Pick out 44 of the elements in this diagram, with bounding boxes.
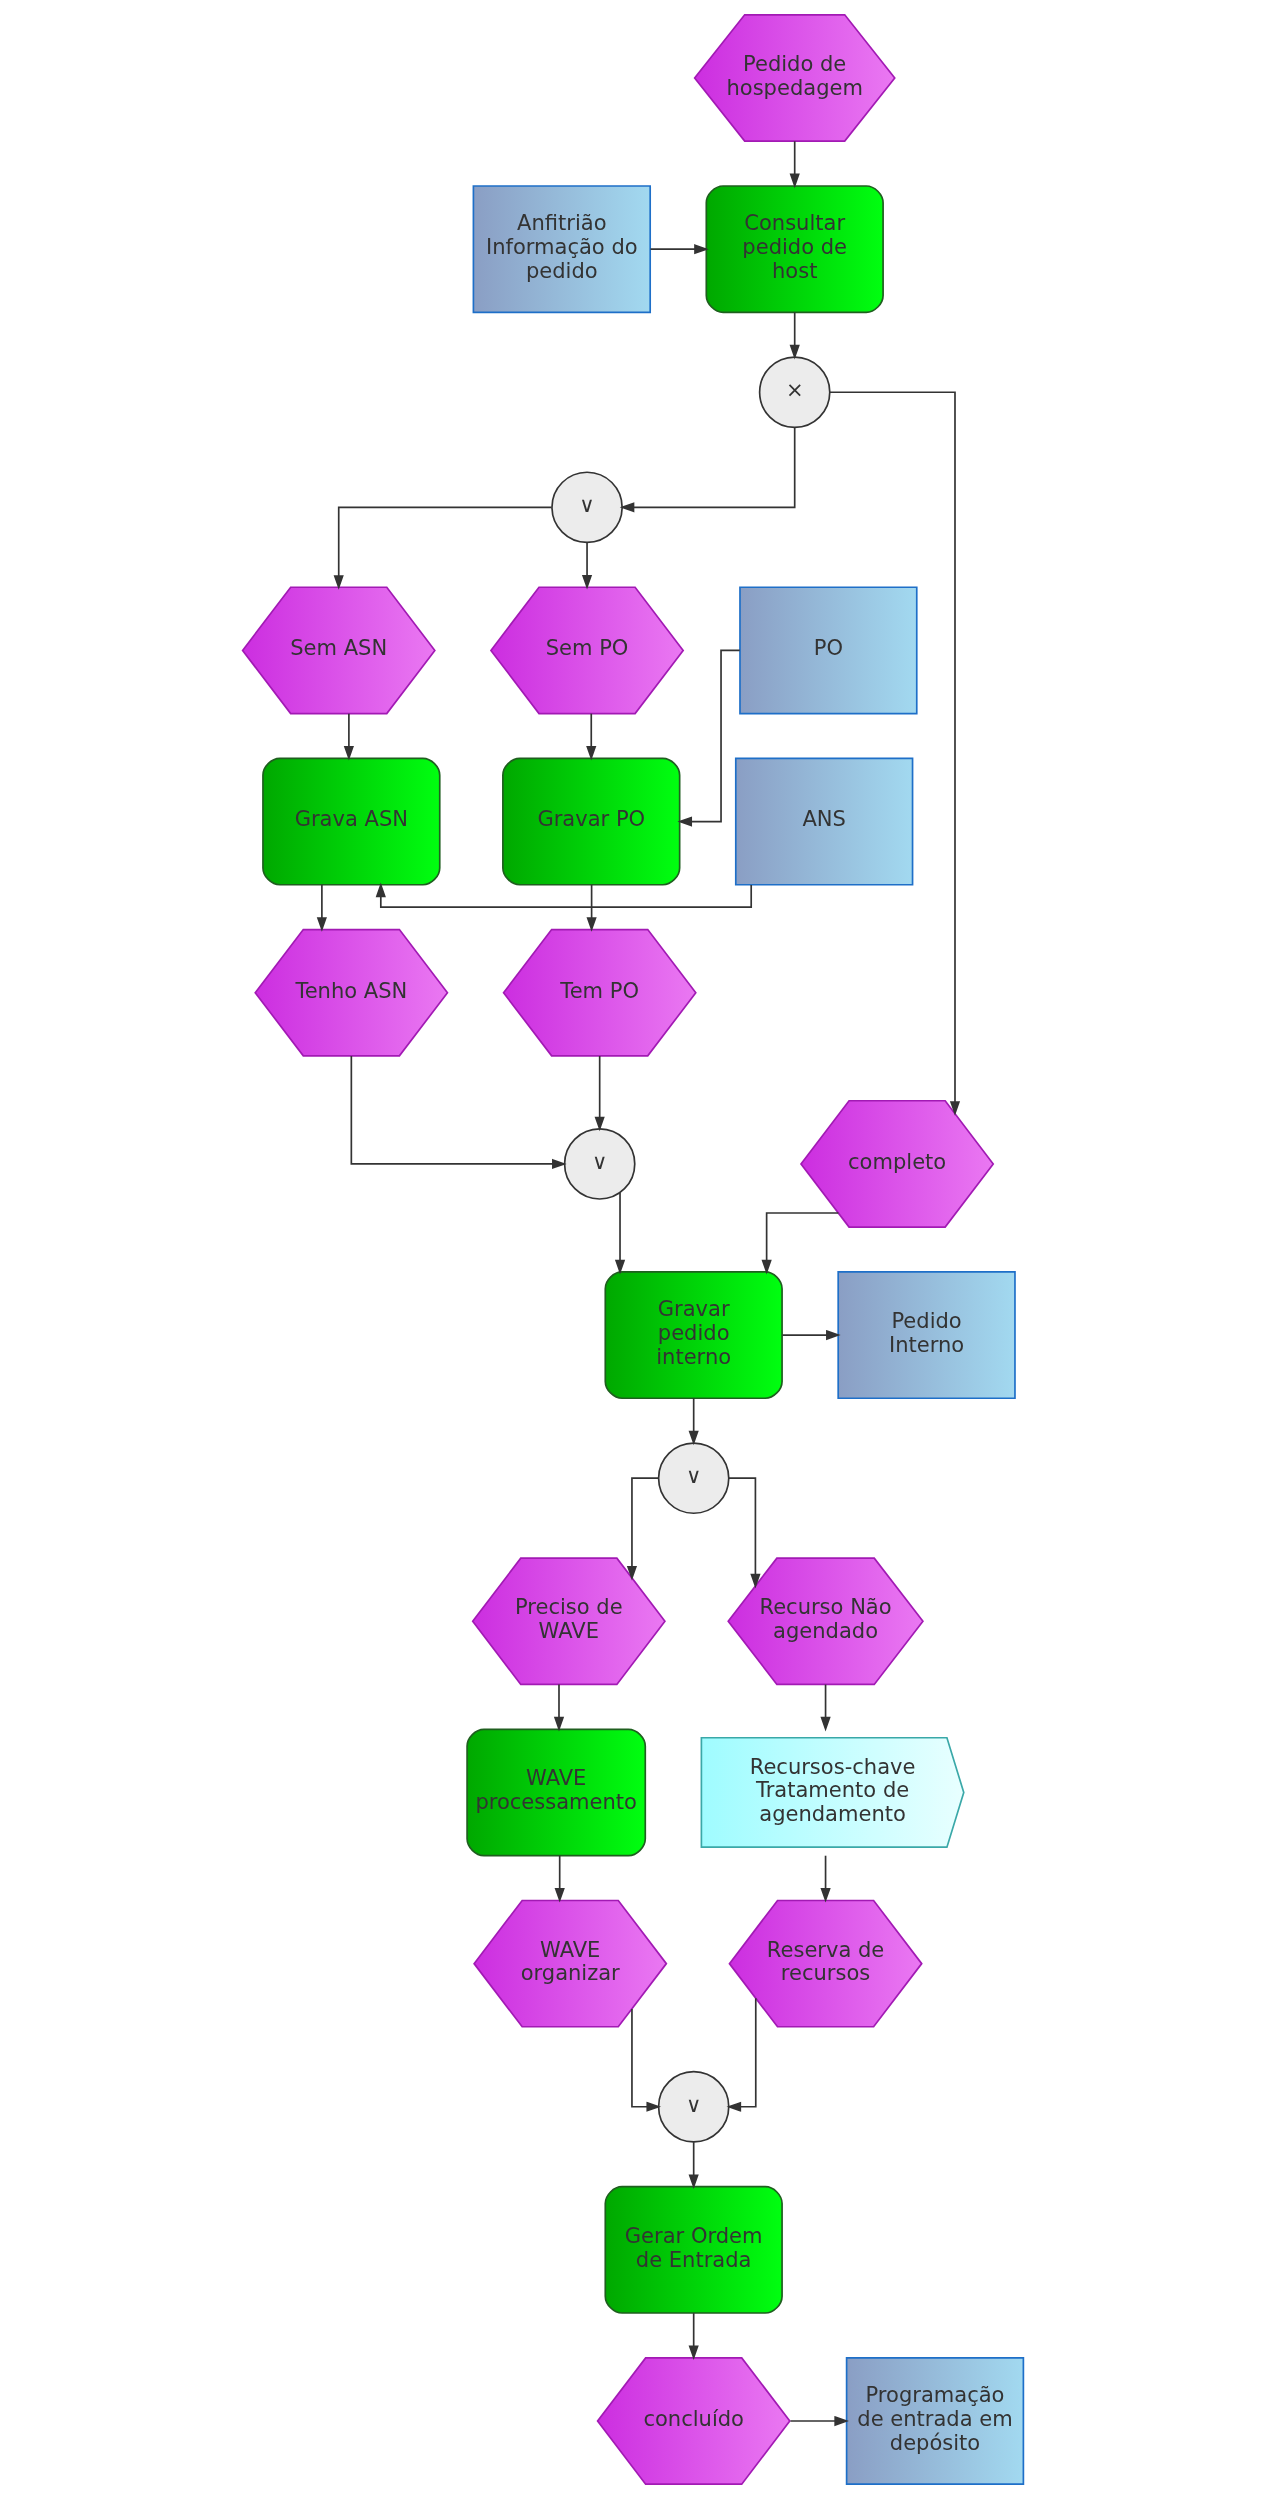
arrow xyxy=(789,2415,849,2427)
arrow xyxy=(554,1854,565,1903)
node-box: ANS xyxy=(734,757,914,886)
node-circle: ∨ xyxy=(563,1128,636,1200)
arrow xyxy=(586,884,597,932)
arrow xyxy=(586,712,597,761)
arrow xyxy=(631,2008,662,2112)
arrow xyxy=(333,506,553,590)
node-circle: ∨ xyxy=(551,471,623,544)
arrow xyxy=(553,1683,565,1732)
arrow xyxy=(614,1191,626,1275)
arrow xyxy=(789,311,800,360)
node-box: Gerar Ordem de Entrada xyxy=(604,2185,783,2314)
node-box: Gravar PO xyxy=(502,757,681,886)
node-box: WAVE processamento xyxy=(466,1728,647,1857)
node-box: PO xyxy=(739,586,918,715)
node-box: Pedido Interno xyxy=(837,1271,1016,1400)
arrow xyxy=(761,1212,840,1275)
arrow xyxy=(350,1055,567,1170)
arrow xyxy=(677,649,741,827)
node-box: Grava ASN xyxy=(262,757,441,886)
node-box: Gravar pedido interno xyxy=(604,1271,783,1400)
node-circle: × xyxy=(758,356,831,429)
node-circle: ∨ xyxy=(657,1442,730,1515)
arrow xyxy=(829,391,961,1116)
arrow xyxy=(820,1854,831,1903)
arrow xyxy=(581,541,593,590)
arrow xyxy=(375,882,753,908)
node-box: Programação de entrada em depósito xyxy=(845,2357,1025,2485)
arrow xyxy=(781,1329,841,1341)
arrow xyxy=(649,244,709,255)
arrow xyxy=(820,1683,831,1732)
arrow xyxy=(688,2141,699,2189)
arrow xyxy=(789,140,800,189)
arrow xyxy=(316,884,327,932)
arrow xyxy=(343,712,354,761)
arrow xyxy=(688,1397,699,1446)
arrow xyxy=(594,1055,605,1132)
node-circle: ∨ xyxy=(657,2070,730,2143)
node-box: Anfitrião Informação do pedido xyxy=(472,185,652,314)
arrow xyxy=(619,426,796,513)
node-box: Consultar pedido de host xyxy=(705,185,884,314)
arrow xyxy=(688,2312,699,2360)
arrow xyxy=(726,1997,757,2112)
